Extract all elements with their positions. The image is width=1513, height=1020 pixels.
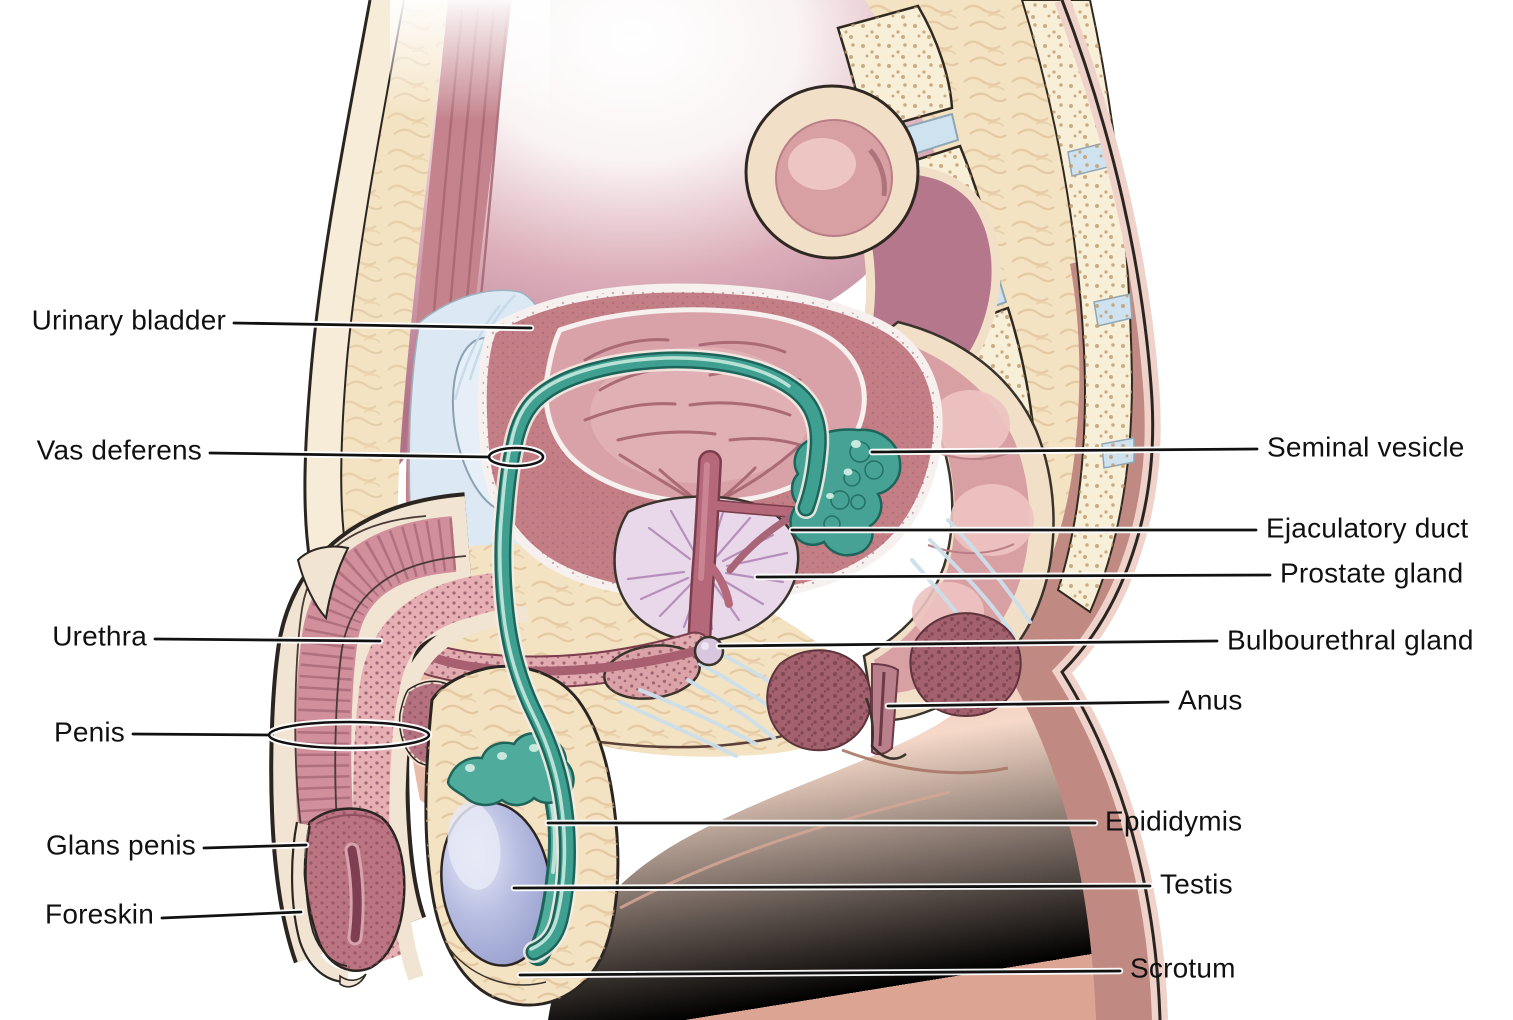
bulbourethral-gland-shape: [693, 635, 725, 667]
label-anus: Anus: [1178, 684, 1243, 716]
label-foreskin: Foreskin: [45, 898, 154, 930]
label-prostate-gland: Prostate gland: [1280, 557, 1464, 589]
label-penis: Penis: [53, 716, 125, 748]
leader-anus: [886, 700, 1170, 708]
abdominal-wall: [303, 0, 550, 563]
leader-foreskin: [160, 910, 303, 920]
label-epididymis: Epididymis: [1105, 805, 1243, 837]
vas-deferens-shape: [491, 348, 830, 963]
leader-bulbourethral-gland: [717, 639, 1219, 648]
label-scrotum: Scrotum: [1130, 952, 1236, 984]
label-ejaculatory-duct: Ejaculatory duct: [1266, 512, 1469, 544]
label-vas-deferens: Vas deferens: [36, 434, 202, 466]
leader-vas-deferens: [208, 451, 491, 459]
vas-deferens-marker-ellipse: [487, 446, 545, 468]
anal-canal: [871, 662, 900, 756]
sigmoid-colon: [744, 84, 1001, 405]
leader-urethra: [153, 637, 382, 643]
label-urinary-bladder: Urinary bladder: [31, 304, 226, 336]
label-bulbourethral-gland: Bulbourethral gland: [1227, 624, 1474, 656]
leader-scrotum: [518, 969, 1122, 977]
scrotum-shape: [424, 664, 620, 1007]
anal-region: [618, 518, 1032, 760]
label-seminal-vesicle: Seminal vesicle: [1267, 431, 1465, 463]
leader-prostate-gland: [755, 573, 1272, 579]
penis-marker-ellipse: [267, 720, 431, 750]
root-skin-wedge: [296, 545, 350, 621]
foreskin-shape: [292, 822, 349, 982]
leader-penis: [131, 732, 271, 737]
leader-seminal-vesicle: [870, 447, 1259, 454]
leader-urinary-bladder: [232, 321, 533, 330]
leader-glans-penis: [202, 843, 308, 850]
label-glans-penis: Glans penis: [45, 829, 196, 861]
label-testis: Testis: [1160, 868, 1233, 900]
leader-testis: [512, 884, 1152, 890]
bladder-neck-urethra: [687, 450, 804, 657]
leader-lines: [129, 319, 1274, 979]
label-urethra: Urethra: [52, 620, 147, 652]
